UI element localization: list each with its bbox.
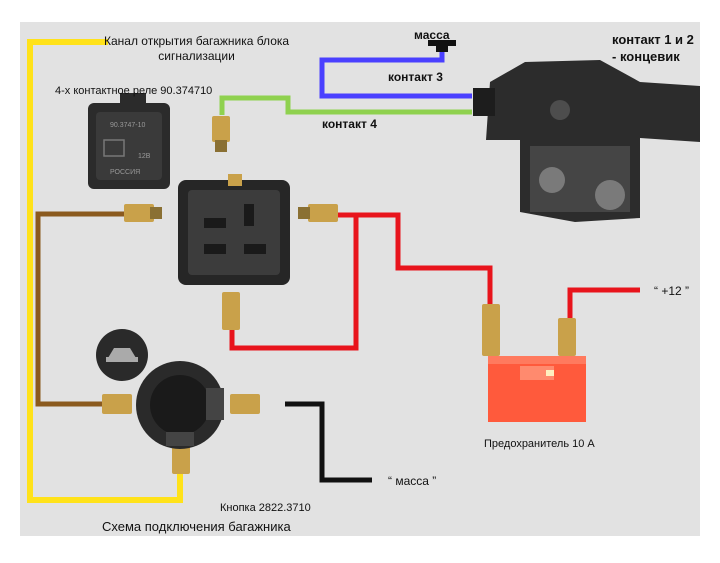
massa-bottom-label: “ масса ” <box>388 474 437 488</box>
relay-face-line3: РОССИЯ <box>110 169 140 176</box>
terminal-connector <box>222 292 240 330</box>
terminal-connector <box>102 394 132 414</box>
plus12-label: “ +12 ” <box>654 284 690 298</box>
green-wire <box>219 95 472 115</box>
button-label: Кнопка 2822.3710 <box>220 502 311 514</box>
terminal-connector <box>230 394 260 414</box>
alarm-channel-label: Канал открытия багажника блока сигнализа… <box>104 34 289 64</box>
blue-wire <box>319 52 472 99</box>
trunk-lock-icon <box>473 60 700 222</box>
diagram-title: Схема подключения багажника <box>102 519 291 534</box>
massa-top-label: масса <box>414 28 450 42</box>
alarm-channel-line1: Канал открытия багажника блока <box>104 34 290 48</box>
terminal-connector <box>124 204 162 222</box>
yellow-wire <box>27 39 183 503</box>
trunk-button-icon <box>136 361 224 449</box>
contact4-label: контакт 4 <box>322 117 377 131</box>
relay-face-line1: 90.3747-10 <box>110 122 146 129</box>
ground-symbol <box>428 40 456 52</box>
contact3-label: контакт 3 <box>388 70 443 84</box>
terminal-connector <box>558 318 576 356</box>
red-wire-plus12 <box>567 287 640 318</box>
relay-socket-icon <box>178 174 290 285</box>
button-cap-icon <box>96 329 148 381</box>
terminal-connector <box>212 116 230 152</box>
relay-small-icon <box>88 93 170 189</box>
contact12-line1: контакт 1 и 2 <box>612 32 694 47</box>
brown-wire <box>35 211 125 407</box>
relay-label: 4-х контактное реле 90.374710 <box>55 85 213 97</box>
contact12-label: контакт 1 и 2 - концевик <box>612 31 694 65</box>
relay-face-line2: 12В <box>138 153 151 160</box>
contact12-line2: - концевик <box>612 49 680 64</box>
terminal-connector <box>172 444 190 474</box>
fuse-label: Предохранитель 10 А <box>484 438 595 450</box>
alarm-channel-line2: сигнализации <box>158 49 235 63</box>
black-wire <box>285 401 372 483</box>
red-wire-relay-bottom <box>229 215 359 351</box>
red-wire-relay <box>338 212 493 305</box>
fuse-icon <box>488 356 586 422</box>
terminal-connector <box>482 304 500 356</box>
terminal-connector <box>298 204 338 222</box>
